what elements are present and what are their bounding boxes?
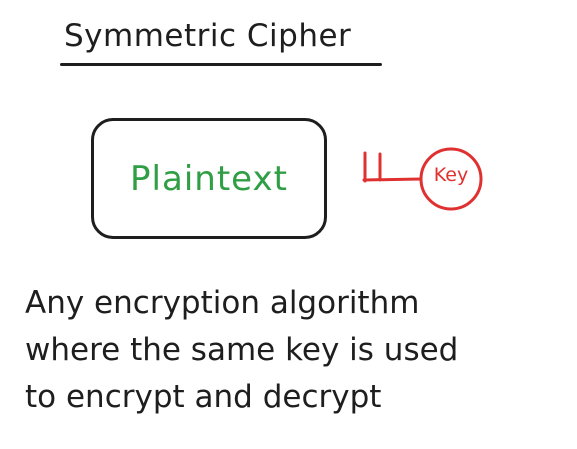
description-line-3: to encrypt and decrypt: [25, 379, 382, 415]
title-underline: [60, 63, 382, 66]
plaintext-box: Plaintext: [91, 118, 327, 239]
key-icon: [362, 147, 483, 211]
description-line-2: where the same key is used: [25, 332, 459, 368]
key-head: [419, 147, 483, 211]
diagram-title: Symmetric Cipher: [64, 18, 352, 54]
plaintext-label: Plaintext: [130, 158, 288, 199]
description-line-1: Any encryption algorithm: [25, 285, 420, 321]
key-shaft: [362, 177, 423, 182]
description-text: Any encryption algorithm where the same …: [25, 280, 570, 421]
key-label: Key: [433, 164, 469, 186]
